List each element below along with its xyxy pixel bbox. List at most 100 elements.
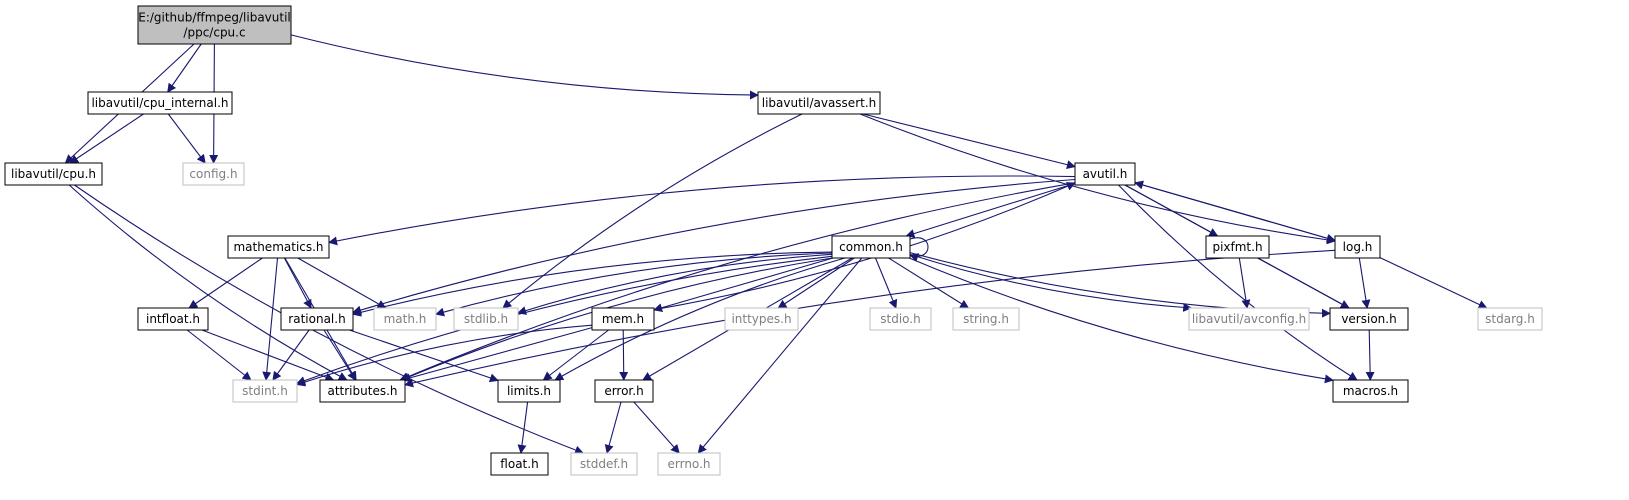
node-label: errno.h	[668, 457, 711, 471]
node-label: pixfmt.h	[1212, 240, 1262, 254]
node-label: config.h	[189, 167, 237, 181]
edge-mem_h-to-attributes_h	[401, 327, 593, 383]
node-box	[1205, 235, 1270, 259]
edge-common_h-to-stdio_h	[874, 257, 898, 309]
node-label: math.h	[384, 312, 427, 326]
dependency-edges	[64, 34, 1488, 455]
node-box	[757, 91, 881, 115]
node-version-h[interactable]: version.h	[1329, 307, 1409, 331]
node-label: stdarg.h	[1485, 312, 1535, 326]
node-label: common.h	[839, 240, 903, 254]
file-nodes: E:/github/ffmpeg/libavutil/ppc/cpu.c liba…	[4, 5, 1543, 476]
node-box	[1074, 162, 1136, 186]
node-rational-h[interactable]: rational.h	[280, 307, 354, 331]
node-label: stdio.h	[880, 312, 920, 326]
edge-log_h-to-version_h	[1358, 257, 1371, 309]
node-label: rational.h	[288, 312, 345, 326]
node-label: E:/github/ffmpeg/libavutil	[138, 11, 291, 25]
node-macros-h[interactable]: macros.h	[1332, 379, 1409, 403]
node-box	[1329, 307, 1409, 331]
node-label: string.h	[963, 312, 1009, 326]
edge-common_h-to-rational_h	[352, 251, 833, 317]
node-stddef-h: stddef.h	[570, 452, 638, 476]
node-box	[319, 379, 406, 403]
edge-common_h-to-errno_h	[697, 257, 863, 454]
node-cpu-h[interactable]: libavutil/cpu.h	[4, 162, 103, 186]
edge-mem_h-to-limits_h	[542, 329, 609, 381]
edge-avutil_h-to-common_h	[905, 182, 1076, 238]
node-limits-h[interactable]: limits.h	[497, 379, 561, 403]
node-label: stdlib.h	[464, 312, 508, 326]
edge-avassert_h-to-log_h	[859, 113, 1336, 245]
node-label: macros.h	[1343, 384, 1398, 398]
node-intfloat-h[interactable]: intfloat.h	[137, 307, 209, 331]
node-box	[4, 162, 103, 186]
edge-limits_h-to-float_h	[517, 401, 529, 454]
edge-avutil_h-to-rational_h	[352, 178, 1076, 315]
edge-cpu_c-to-cpu_internal_h	[167, 43, 202, 93]
edge-error_h-to-stddef_h	[604, 401, 622, 454]
edge-log_h-to-stdarg_h	[1379, 257, 1488, 309]
node-common-h[interactable]: common.h	[831, 235, 911, 259]
edge-intfloat_h-to-stdint_h	[186, 329, 252, 381]
node-box	[232, 379, 298, 403]
edge-cpu_internal_h-to-config_h	[167, 113, 206, 164]
node-label: /ppc/cpu.c	[183, 26, 245, 40]
node-label: error.h	[604, 384, 643, 398]
node-box	[724, 307, 799, 331]
edge-common_h-to-string_h	[888, 257, 970, 309]
node-attributes-h[interactable]: attributes.h	[319, 379, 406, 403]
node-label: stddef.h	[580, 457, 628, 471]
edge-rational_h-to-attributes_h	[323, 329, 356, 381]
node-avconfig-h: libavutil/avconfig.h	[1188, 307, 1310, 331]
node-label: libavutil/cpu.h	[11, 167, 96, 181]
edge-avutil_h-to-mathematics_h	[328, 175, 1076, 246]
node-avassert-h[interactable]: libavutil/avassert.h	[757, 91, 881, 115]
node-math-h: math.h	[373, 307, 437, 331]
node-box	[280, 307, 354, 331]
node-string-h: string.h	[952, 307, 1020, 331]
edge-avassert_h-to-stdlib_h	[502, 113, 803, 309]
node-label: intfloat.h	[146, 312, 200, 326]
node-label: libavutil/cpu_internal.h	[91, 96, 228, 110]
node-label: log.h	[1343, 240, 1373, 254]
node-box	[227, 235, 330, 259]
edge-mathematics_h-to-math_h	[297, 257, 387, 309]
node-log-h[interactable]: log.h	[1334, 235, 1381, 259]
node-mem-h[interactable]: mem.h	[591, 307, 655, 331]
edge-common_h-to-mem_h	[653, 257, 834, 313]
edge-avassert_h-to-avutil_h	[863, 113, 1076, 170]
node-mathematics-h[interactable]: mathematics.h	[227, 235, 330, 259]
node-float-h[interactable]: float.h	[490, 452, 549, 476]
edge-common_h-to-stdint_h	[296, 255, 833, 385]
node-box	[137, 5, 292, 45]
edge-cpu_c-to-avassert_h	[290, 34, 759, 100]
edge-intfloat_h-to-attributes_h	[201, 329, 335, 382]
node-pixfmt-h[interactable]: pixfmt.h	[1205, 235, 1270, 259]
edge-pixfmt_h-to-avconfig_h	[1238, 257, 1251, 309]
edge-mathematics_h-to-rational_h	[283, 257, 312, 309]
node-box	[657, 452, 721, 476]
edge-rational_h-to-limits_h	[349, 329, 499, 383]
node-label: inttypes.h	[731, 312, 791, 326]
node-cpu-internal-h[interactable]: libavutil/cpu_internal.h	[87, 91, 233, 115]
node-box	[373, 307, 437, 331]
node-label: float.h	[500, 457, 538, 471]
edge-common_h-to-attributes_h	[400, 257, 833, 382]
edge-cpu_internal_h-to-cpu_h	[69, 113, 144, 164]
node-label: limits.h	[507, 384, 551, 398]
node-box	[591, 307, 655, 331]
edge-common_h-to-avconfig_h	[909, 253, 1193, 312]
node-box	[1332, 379, 1409, 403]
node-cpu-c[interactable]: E:/github/ffmpeg/libavutil/ppc/cpu.c	[137, 5, 292, 45]
node-label: version.h	[1341, 312, 1396, 326]
node-error-h[interactable]: error.h	[594, 379, 654, 403]
node-avutil-h[interactable]: avutil.h	[1074, 162, 1136, 186]
node-stdio-h: stdio.h	[869, 307, 932, 331]
node-box	[1477, 307, 1543, 331]
node-box	[182, 162, 245, 186]
edge-rational_h-to-stdint_h	[272, 329, 310, 381]
edge-common_h-to-math_h	[435, 252, 833, 317]
edge-common_h-to-stdlib_h	[517, 253, 833, 315]
